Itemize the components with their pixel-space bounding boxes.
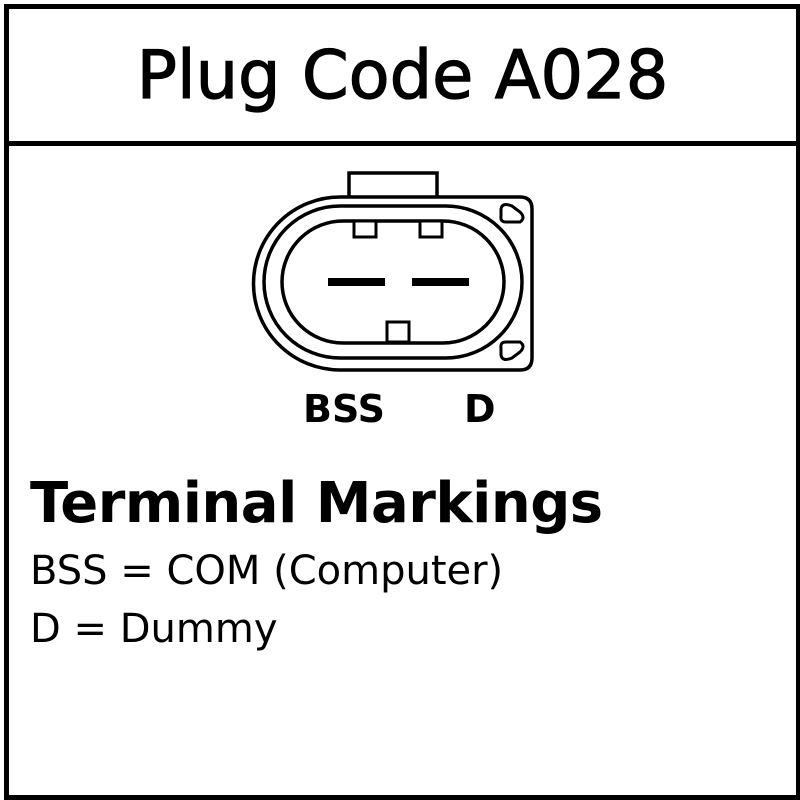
diagram-frame: Plug Code A028 [4,4,800,800]
pin-label-d: D [464,387,496,431]
terminal-markings-heading: Terminal Markings [30,471,603,536]
connector-key-tab [347,171,439,197]
pin-label-bss: BSS [303,387,385,431]
terminal-d-blade [412,278,469,286]
connector-corner-bottom [499,340,525,361]
terminal-bss-blade [328,278,385,286]
connector-housing [251,195,534,372]
connector-notch-left [352,219,378,239]
marking-line-d: D = Dummy [30,606,278,652]
header: Plug Code A028 [9,9,796,146]
marking-line-bss: BSS = COM (Computer) [30,548,504,594]
connector-notch-bottom [385,320,411,344]
connector-inner-ring-outer [262,204,524,360]
page-title: Plug Code A028 [136,35,669,114]
connector-corner-top [499,203,525,224]
connector-notch-right [418,219,444,239]
